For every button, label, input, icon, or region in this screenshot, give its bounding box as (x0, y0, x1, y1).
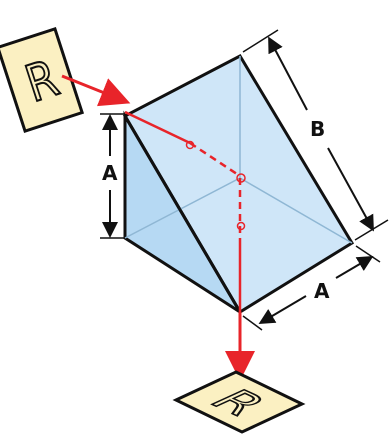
dimension-a-bottom-line-right (335, 255, 374, 279)
dimension-b-line-lower (327, 147, 374, 232)
dimension-a-vertical-label: A (102, 161, 118, 185)
dimension-a-bottom: A (242, 245, 381, 331)
prism-body (122, 54, 355, 315)
dimension-a-bottom-line-left (258, 295, 307, 325)
incoming-beam (61, 74, 131, 107)
beam-inside-solid (124, 110, 191, 145)
dimension-b: B (242, 29, 389, 241)
beam-entry-point (185, 140, 195, 150)
dimension-b-label: B (310, 117, 325, 141)
dimension-a-vertical: A (100, 113, 124, 239)
dimension-b-line-upper (268, 36, 308, 111)
beam-reflection-point (236, 173, 246, 183)
beam-exit-point (236, 221, 246, 231)
dimension-a-bottom-label: A (314, 279, 330, 303)
input-card-background (0, 26, 85, 134)
output-card-background (172, 370, 306, 434)
light-beam-path (61, 74, 255, 381)
beam-inside-dashed (189, 141, 241, 178)
input-image-card: R (0, 26, 85, 134)
output-image-card: R (172, 370, 306, 434)
prism-front-diagonal (123, 115, 242, 313)
